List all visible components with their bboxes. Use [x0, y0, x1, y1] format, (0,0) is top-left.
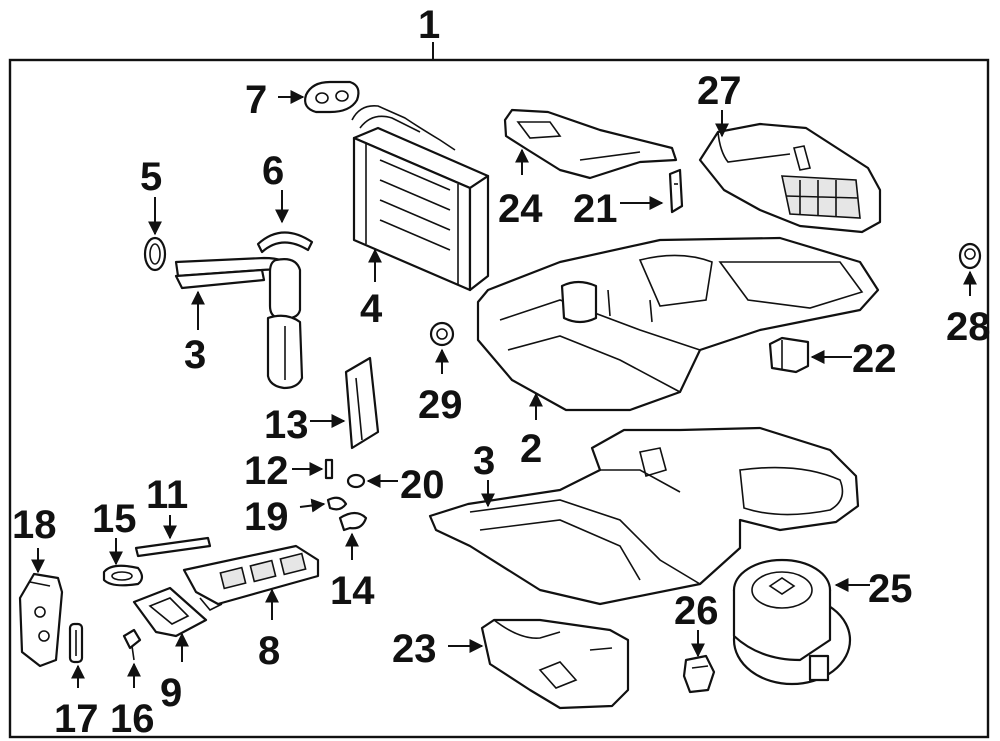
callout-20: 20	[400, 463, 445, 507]
callout-15: 15	[92, 497, 137, 541]
callout-28: 28	[946, 305, 991, 349]
part-2-upper-case[interactable]	[476, 236, 880, 412]
part-8-o-ring[interactable]	[143, 236, 167, 272]
callout-26: 26	[674, 589, 719, 633]
callout-10: 9	[160, 671, 182, 715]
assembly-frame	[8, 58, 990, 739]
callout-21: 21	[573, 187, 618, 231]
part-3-lower-case[interactable]	[428, 426, 860, 606]
callout-4: 4	[360, 287, 383, 331]
part-9-mode-plate[interactable]	[182, 544, 320, 611]
part-17-sensor[interactable]	[68, 622, 84, 664]
part-4-evaporator-core[interactable]	[351, 104, 490, 292]
callout-19: 19	[244, 495, 289, 539]
callout-16: 16	[110, 697, 155, 741]
part-5-tube-valve[interactable]	[174, 256, 304, 390]
callout-11: 11	[146, 473, 188, 517]
callout-6: 6	[262, 149, 284, 193]
callout-8: 5	[140, 155, 162, 199]
part-24-duct[interactable]	[503, 108, 678, 180]
part-25-blower-motor[interactable]	[732, 558, 852, 686]
callout-29: 29	[418, 383, 463, 427]
part-10-bracket[interactable]	[132, 586, 208, 638]
part-20-washer[interactable]	[346, 473, 366, 489]
part-29-grommet[interactable]	[429, 321, 455, 347]
part-16-screw[interactable]	[122, 628, 142, 661]
callout-2: 2	[520, 427, 542, 471]
callout-22: 22	[852, 337, 897, 381]
callout-14: 14	[330, 569, 375, 613]
part-7-grommet-plate[interactable]	[304, 80, 360, 114]
callout-18: 18	[12, 503, 57, 547]
part-14-lever[interactable]	[338, 511, 368, 532]
part-15-link[interactable]	[102, 564, 144, 587]
callout-24: 24	[498, 187, 543, 231]
callout-13: 13	[264, 403, 309, 447]
callout-12: 12	[244, 449, 289, 493]
assembly-number: 1	[418, 3, 440, 47]
part-13-seal[interactable]	[344, 356, 380, 450]
callout-9: 8	[258, 629, 280, 673]
part-18-servo[interactable]	[18, 572, 64, 668]
callout-27: 27	[697, 69, 742, 113]
part-6-clamp[interactable]	[256, 231, 314, 254]
part-11-rod[interactable]	[134, 536, 212, 558]
part-26-resistor[interactable]	[682, 654, 716, 694]
part-27-upper-cover[interactable]	[698, 122, 882, 234]
callout-5: 3	[184, 333, 206, 377]
part-23-duct[interactable]	[480, 618, 630, 710]
part-19-clip[interactable]	[326, 496, 348, 511]
part-21-clip[interactable]	[668, 168, 684, 214]
callout-7: 7	[245, 78, 267, 122]
part-22-actuator[interactable]	[768, 336, 810, 374]
part-12-pin[interactable]	[324, 458, 334, 480]
callout-23: 23	[392, 627, 437, 671]
callout-25: 25	[868, 567, 913, 611]
part-28-grommet[interactable]	[958, 242, 982, 270]
callout-3-label: 3	[473, 439, 495, 483]
callout-17: 17	[54, 697, 99, 741]
